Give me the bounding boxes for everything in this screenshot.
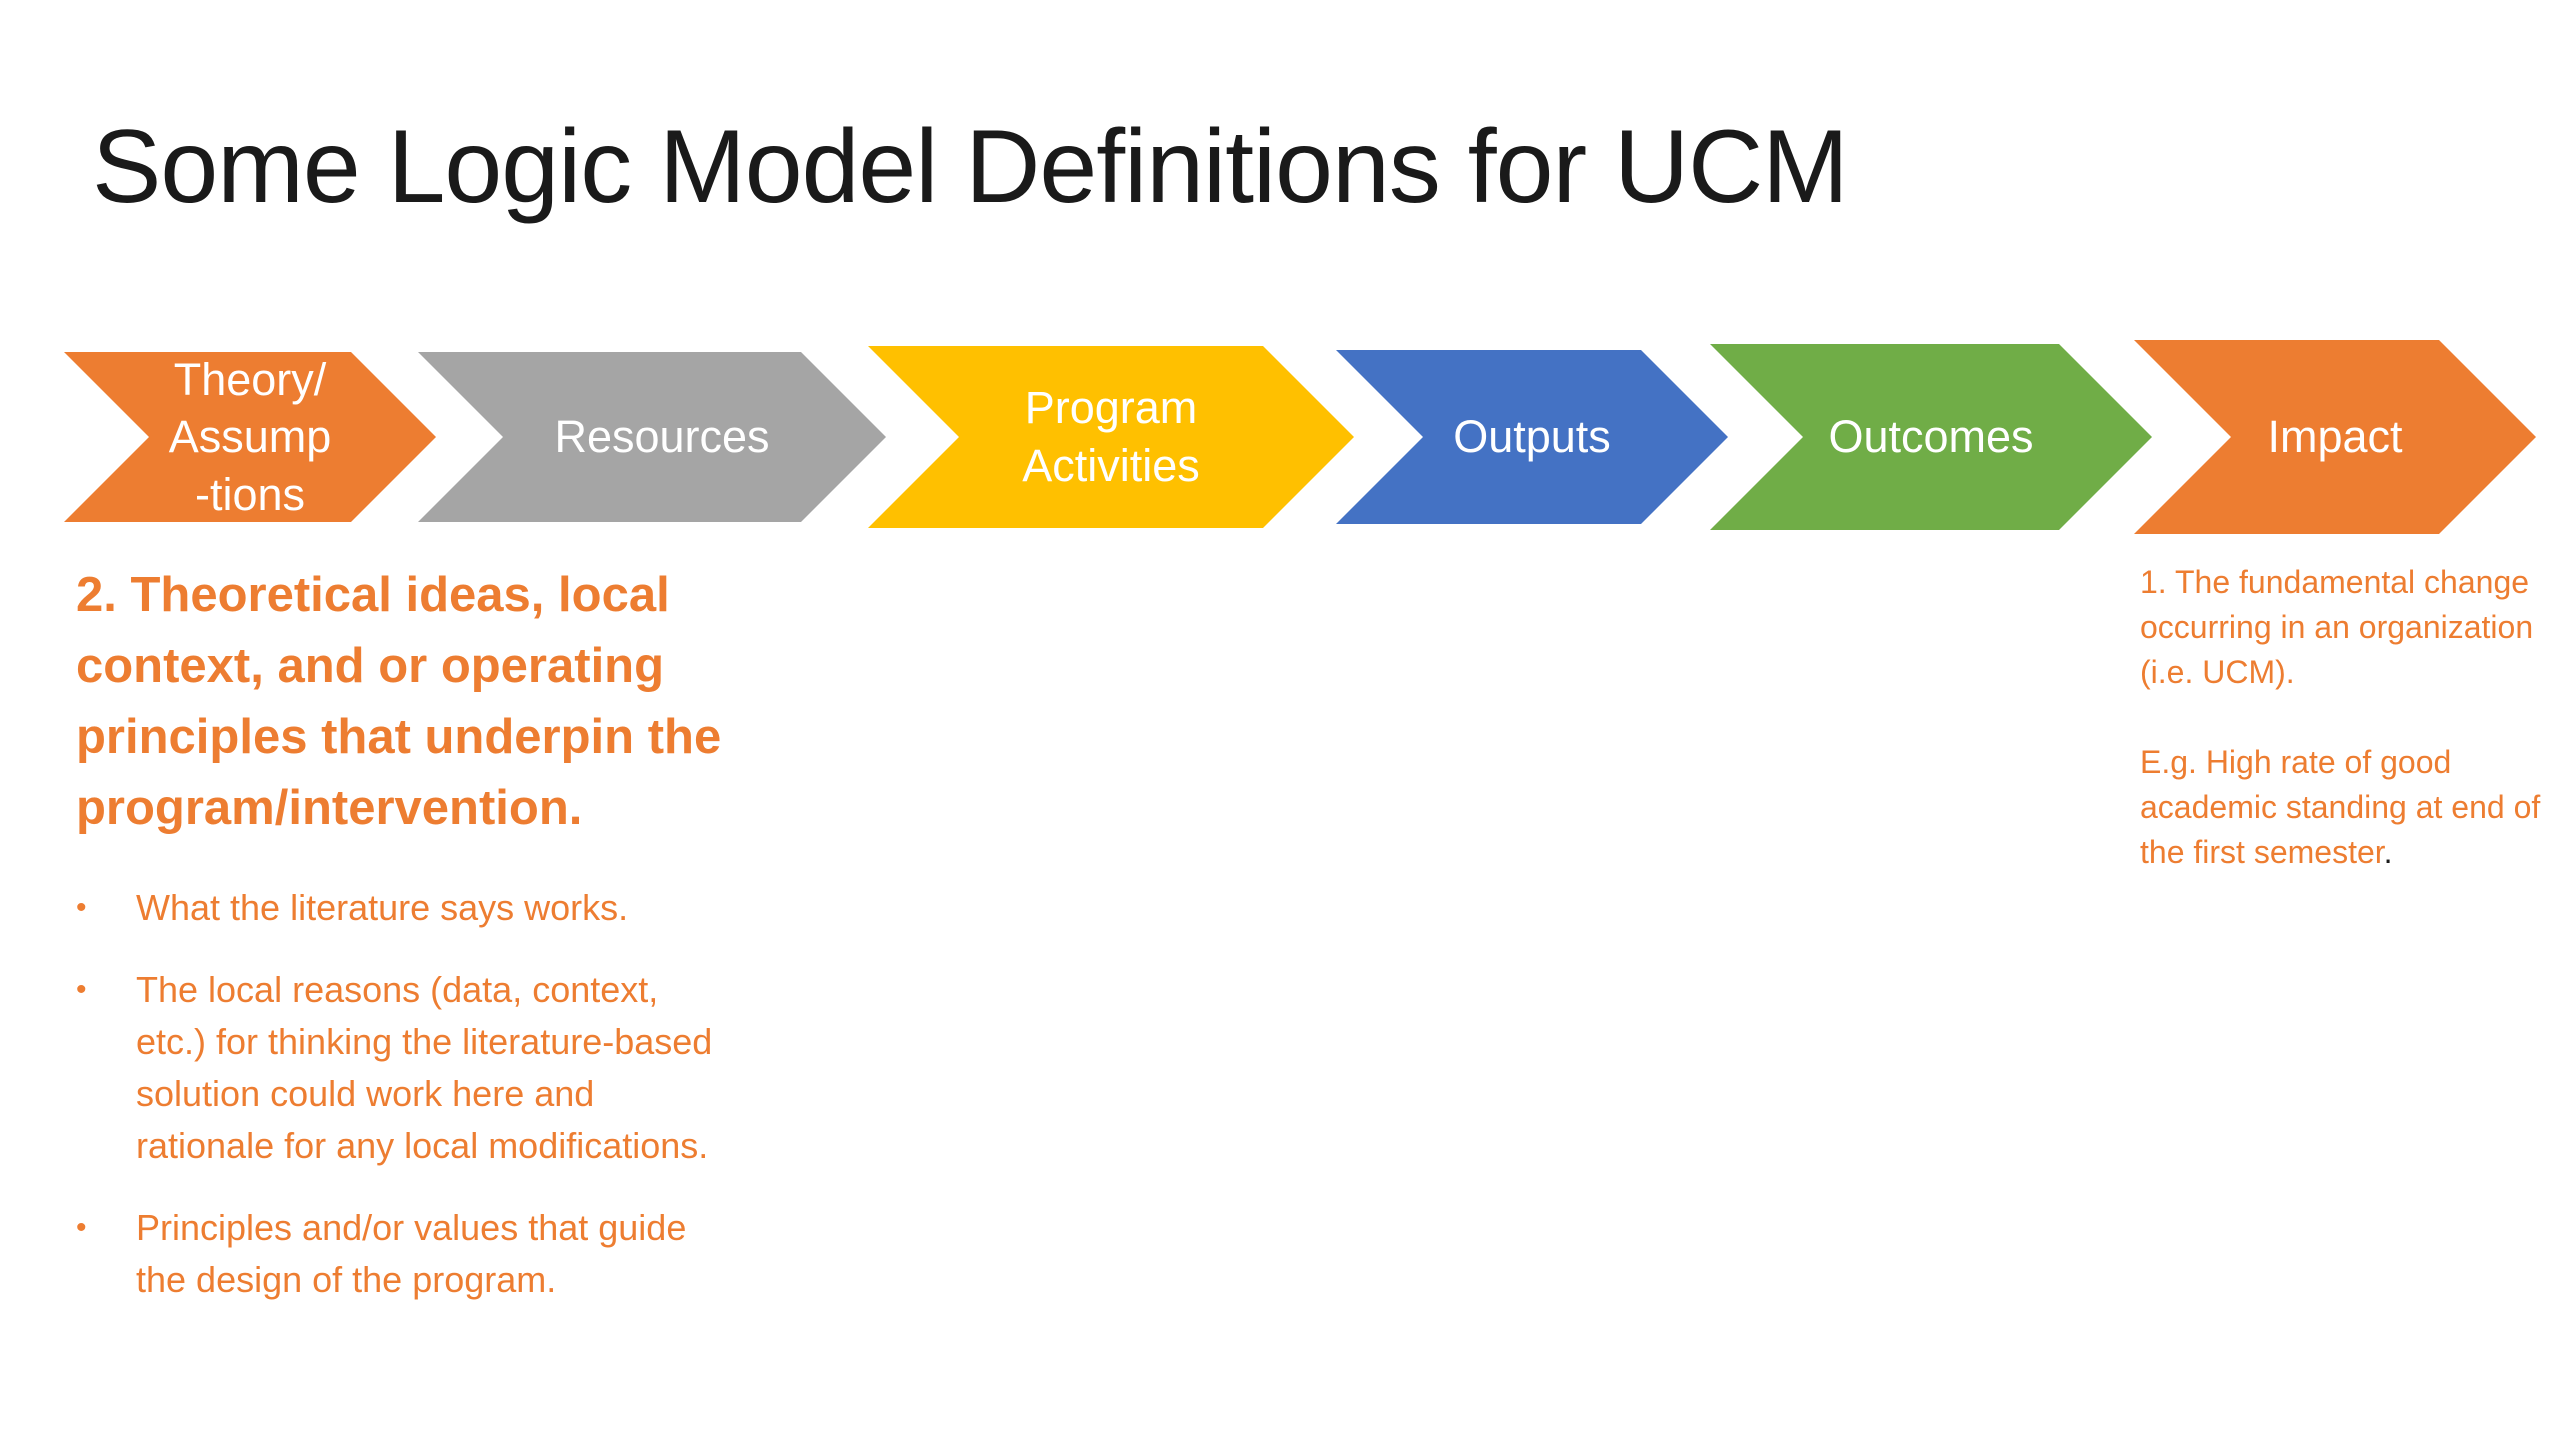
bullet-item: • The local reasons (data, context, etc.… xyxy=(76,964,716,1172)
bullet-list: • What the literature says works. • The … xyxy=(76,882,756,1306)
bullet-text: What the literature says works. xyxy=(136,887,629,928)
chevron-polygon xyxy=(418,352,886,522)
chevron-polygon xyxy=(1710,344,2152,530)
chevron-label: Program Activities xyxy=(1022,382,1200,491)
chevron-theory-assumptions: Theory/ Assump -tions xyxy=(64,352,436,522)
impact-definition-text: 1. The fundamental change occurring in a… xyxy=(2140,564,2534,690)
chevron-outputs: Outputs xyxy=(1336,350,1728,524)
impact-definition: 1. The fundamental change occurring in a… xyxy=(2140,560,2560,875)
chevron-polygon xyxy=(64,352,436,522)
chevron-shape xyxy=(418,352,886,522)
chevron-impact: Impact xyxy=(2134,340,2536,534)
chevron-resources: Resources xyxy=(418,352,886,522)
chevron-label: Impact xyxy=(2267,411,2403,463)
definition-heading: 2. Theoretical ideas, local context, and… xyxy=(76,568,722,835)
bullet-item: • Principles and/or values that guide th… xyxy=(76,1202,716,1306)
chevron-label: Theory/ Assump -tions xyxy=(168,353,332,520)
chevron-shape xyxy=(64,352,436,522)
chevron-polygon xyxy=(868,346,1354,528)
impact-example-text: E.g. High rate of good academic standing… xyxy=(2140,740,2560,875)
chevron-polygon xyxy=(2134,340,2536,534)
theory-assumptions-definition: 2. Theoretical ideas, local context, and… xyxy=(76,560,756,1336)
slide-title: Some Logic Model Definitions for UCM xyxy=(92,109,1849,225)
chevron-shape xyxy=(1710,344,2152,530)
bullet-text: Principles and/or values that guide the … xyxy=(136,1207,687,1300)
bullet-dot-icon: • xyxy=(76,1211,87,1244)
chevron-outcomes: Outcomes xyxy=(1710,344,2152,530)
bullet-item: • What the literature says works. xyxy=(76,882,716,934)
impact-example-body: E.g. High rate of good academic standing… xyxy=(2140,744,2541,870)
chevron-program-activities: Program Activities xyxy=(868,346,1354,528)
chevron-label: Resources xyxy=(554,411,770,463)
chevron-polygon xyxy=(1336,350,1728,524)
bullet-dot-icon: • xyxy=(76,973,87,1006)
chevron-shape xyxy=(2134,340,2536,534)
chevron-shape xyxy=(1336,350,1728,524)
chevron-shape xyxy=(868,346,1354,528)
chevron-label: Outputs xyxy=(1453,411,1611,463)
chevron-label: Outcomes xyxy=(1828,411,2034,463)
paragraph-spacer xyxy=(2140,695,2560,740)
bullet-dot-icon: • xyxy=(76,891,87,924)
impact-example-period: . xyxy=(2383,834,2393,870)
bullet-text: The local reasons (data, context, etc.) … xyxy=(136,969,713,1166)
